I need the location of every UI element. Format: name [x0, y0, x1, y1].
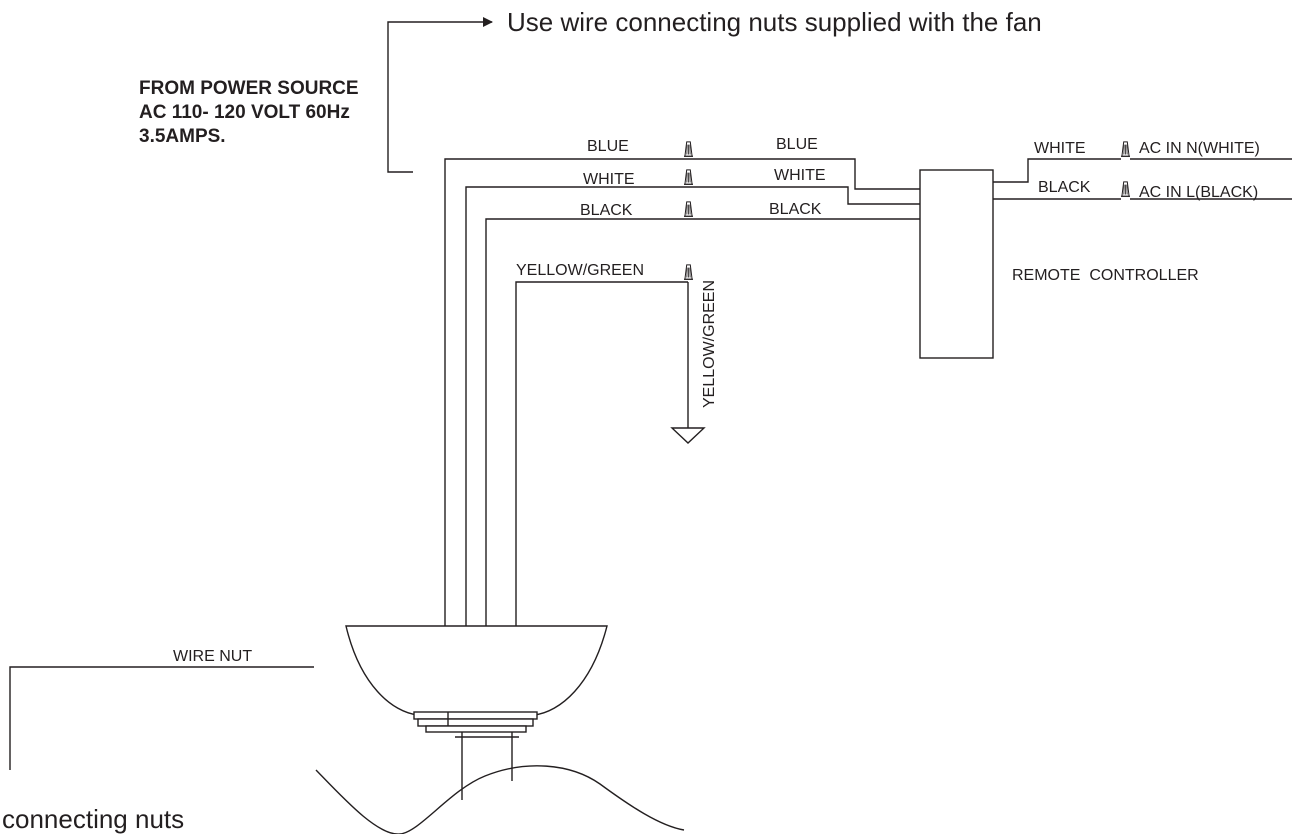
callout-arrow	[387, 17, 493, 173]
fan-housing-curve	[315, 765, 685, 834]
black-wire-fan	[485, 218, 688, 626]
power-source-line3: 3.5AMPS.	[139, 126, 226, 147]
power-source-label: FROM POWER SOURCE AC 110- 120 VOLT 60Hz …	[139, 78, 359, 147]
top-note: Use wire connecting nuts supplied with t…	[507, 7, 1042, 37]
label-black-left: BLACK	[580, 202, 633, 219]
label-white-left: WHITE	[583, 171, 635, 188]
ac-black-wire-nut	[1121, 181, 1130, 197]
ac-white-wire	[993, 158, 1121, 183]
wire-nut-label: WIRE NUT	[173, 648, 252, 665]
ground-wire-nut	[684, 264, 693, 280]
label-ground-left: YELLOW/GREEN	[516, 262, 644, 279]
canopy-ring-mid	[417, 718, 534, 727]
canopy-bowl	[345, 625, 608, 716]
canopy-ring-top	[413, 711, 538, 720]
wire-nut-callout	[9, 666, 314, 770]
downrod	[461, 732, 513, 800]
label-blue-right: BLUE	[776, 136, 818, 153]
bottom-note: connecting nuts	[2, 804, 184, 834]
label-black-right: BLACK	[769, 201, 822, 218]
label-ac-black-terminal: AC IN L(BLACK)	[1139, 184, 1258, 201]
remote-controller-box	[919, 169, 994, 359]
ac-white-wire-nut	[1121, 141, 1130, 157]
remote-controller-label: REMOTE CONTROLLER	[1012, 267, 1199, 284]
blue-wire-fan	[444, 158, 688, 626]
label-blue-left: BLUE	[587, 138, 629, 155]
fan-canopy	[345, 625, 608, 733]
ground-wire-fan	[515, 281, 688, 626]
white-wire-remote	[688, 186, 920, 205]
ground-symbol	[670, 427, 706, 444]
blue-wire-remote	[688, 158, 920, 190]
white-wire-fan	[465, 186, 688, 626]
blue-wire-nut	[684, 141, 693, 157]
label-ac-white: WHITE	[1034, 140, 1086, 157]
power-source-line2: AC 110- 120 VOLT 60Hz	[139, 102, 350, 123]
label-ac-white-terminal: AC IN N(WHITE)	[1139, 140, 1260, 157]
black-wire-nut	[684, 201, 693, 217]
white-wire-nut	[684, 169, 693, 185]
label-ac-black: BLACK	[1038, 179, 1091, 196]
power-source-line1: FROM POWER SOURCE	[139, 78, 359, 99]
canopy-ring-bottom	[425, 725, 527, 733]
label-ground-vertical: YELLOW/GREEN	[701, 280, 718, 408]
label-white-right: WHITE	[774, 167, 826, 184]
